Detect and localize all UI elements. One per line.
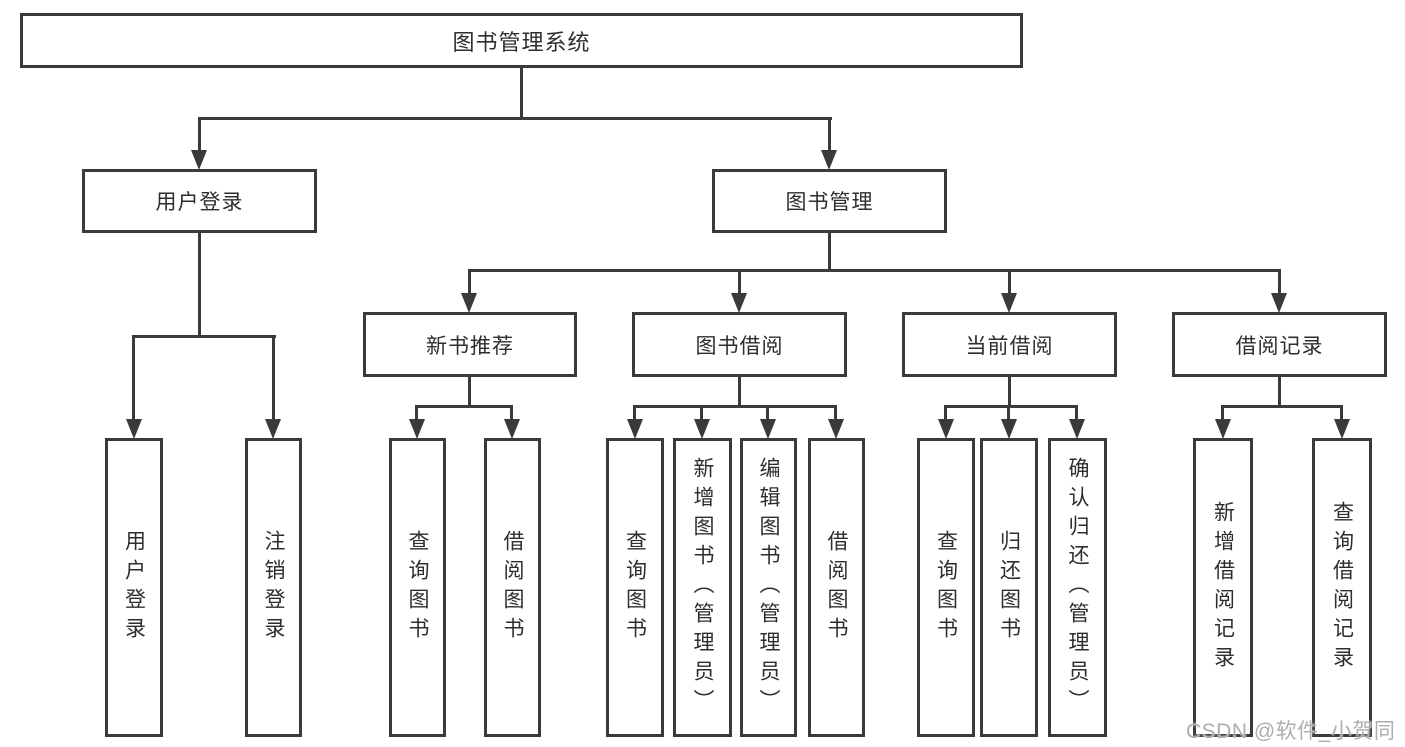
node-borrow-books-recommend: 借阅图书: [484, 438, 541, 737]
arrow-down-icon: [1001, 293, 1017, 313]
connector-line-borrow: [633, 405, 837, 408]
connector-line-drop-leaf: [766, 405, 769, 422]
arrow-down-icon: [694, 419, 710, 439]
arrow-down-icon: [821, 150, 837, 170]
arrow-down-icon: [461, 293, 477, 313]
connector-line-root-trunk: [520, 65, 523, 120]
connector-line-level2: [198, 117, 832, 120]
connector-line-drop-user-login: [132, 335, 135, 421]
connector-line-drop-leaf: [1340, 405, 1343, 422]
node-new-book-recommend: 新书推荐: [363, 312, 577, 377]
node-borrowing-records: 借阅记录: [1172, 312, 1387, 377]
connector-line-drop-user: [198, 117, 201, 153]
connector-line-drop-current: [1008, 269, 1011, 296]
arrow-down-icon: [627, 419, 643, 439]
connector-line-drop-leaf: [944, 405, 947, 422]
arrow-down-icon: [1334, 419, 1350, 439]
connector-line-recommend-stub: [468, 375, 471, 408]
node-add-books-admin: 新增图书（管理员）: [673, 438, 732, 737]
arrow-down-icon: [191, 150, 207, 170]
connector-line-records: [1221, 405, 1343, 408]
arrow-down-icon: [265, 419, 281, 439]
connector-line-records-stub: [1278, 375, 1281, 408]
node-library-management-system: 图书管理系统: [20, 13, 1023, 68]
connector-line-user-stub: [198, 231, 201, 337]
node-add-borrow-record: 新增借阅记录: [1193, 438, 1253, 737]
connector-line-current: [944, 405, 1078, 408]
arrow-down-icon: [409, 419, 425, 439]
connector-line-drop-records: [1278, 269, 1281, 296]
arrow-down-icon: [1001, 419, 1017, 439]
connector-line-drop-recommend: [468, 269, 471, 296]
node-user-login: 用户登录: [105, 438, 163, 737]
node-query-borrow-record: 查询借阅记录: [1312, 438, 1372, 737]
arrow-down-icon: [1215, 419, 1231, 439]
node-return-books: 归还图书: [980, 438, 1038, 737]
node-query-books-current: 查询图书: [917, 438, 975, 737]
connector-line-drop-borrow: [738, 269, 741, 296]
arrow-down-icon: [828, 419, 844, 439]
connector-line-drop-leaf: [700, 405, 703, 422]
arrow-down-icon: [731, 293, 747, 313]
arrow-down-icon: [1271, 293, 1287, 313]
arrow-down-icon: [1069, 419, 1085, 439]
connector-line-current-stub: [1008, 375, 1011, 408]
connector-line-drop-book: [828, 117, 831, 153]
connector-line-level3: [468, 269, 1281, 272]
connector-line-book-stub: [828, 231, 831, 272]
connector-line-borrow-stub: [738, 375, 741, 408]
connector-line-drop-leaf: [633, 405, 636, 422]
connector-line-drop-user-logout: [272, 335, 275, 421]
node-query-books-recommend: 查询图书: [389, 438, 446, 737]
connector-line-drop-leaf: [1007, 405, 1010, 422]
node-current-borrowing: 当前借阅: [902, 312, 1117, 377]
connector-line-recommend: [415, 405, 513, 408]
node-borrow-books: 借阅图书: [808, 438, 865, 737]
node-edit-books-admin: 编辑图书（管理员）: [740, 438, 797, 737]
node-query-books-borrow: 查询图书: [606, 438, 664, 737]
arrow-down-icon: [760, 419, 776, 439]
node-user-logout: 注销登录: [245, 438, 302, 737]
arrow-down-icon: [126, 419, 142, 439]
node-confirm-return-admin: 确认归还（管理员）: [1048, 438, 1107, 737]
node-book-management: 图书管理: [712, 169, 947, 233]
arrow-down-icon: [938, 419, 954, 439]
connector-line-drop-leaf: [510, 405, 513, 422]
connector-line-drop-leaf: [1221, 405, 1224, 422]
connector-line-drop-leaf: [415, 405, 418, 422]
watermark: CSDN @软件_小贺同学: [1186, 720, 1396, 743]
connector-line-user: [132, 335, 276, 338]
connector-line-drop-leaf: [1075, 405, 1078, 422]
node-book-borrowing: 图书借阅: [632, 312, 847, 377]
connector-line-drop-leaf: [834, 405, 837, 422]
arrow-down-icon: [504, 419, 520, 439]
node-user-login-group: 用户登录: [82, 169, 317, 233]
